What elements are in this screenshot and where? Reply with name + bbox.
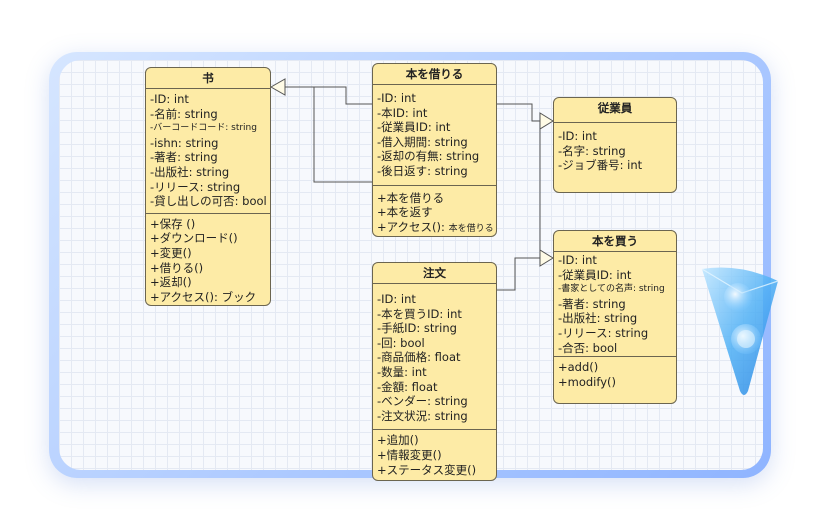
attribute-row: -リリース: string xyxy=(150,179,241,194)
operation-row: +追加() xyxy=(377,433,419,448)
attribute-row: -著者: string xyxy=(150,150,218,165)
attribute-row: -返却の有無: string xyxy=(377,149,480,164)
attribute-row: -金額: float xyxy=(377,379,438,394)
class-title: 本を借りる xyxy=(373,64,496,85)
class-title: 书 xyxy=(146,68,270,89)
attribute-row: -ID: int xyxy=(558,253,597,267)
operations-compartment: +保存 () +ダウンロード() +変更() +借りる() +返却() +アクセ… xyxy=(146,214,270,309)
class-employee[interactable]: 従業員 -ID: int -名字: string -ジョブ番号: int xyxy=(553,97,677,193)
class-title: 従業員 xyxy=(554,98,676,123)
attribute-row: -書家としての名声: string xyxy=(558,284,665,295)
operation-row: +アクセス(): ブック xyxy=(150,289,257,304)
attribute-row: -ID: int xyxy=(558,129,597,143)
glass-prism-icon xyxy=(701,267,779,395)
class-title: 注文 xyxy=(373,263,496,284)
connector-borrow-to-employee xyxy=(497,103,540,122)
attribute-row: -従業員ID: int xyxy=(558,267,632,282)
attribute-row: -商品価格: float xyxy=(377,350,461,365)
operations-compartment: +追加() +情報変更() +ステータス変更() xyxy=(373,430,496,481)
class-title: 本を買う xyxy=(554,231,676,252)
attribute-row: -ishn: string xyxy=(150,135,219,150)
operation-return-type: 本を借りる xyxy=(448,223,494,234)
attributes-compartment: -ID: int -本を買うID: int -手紙ID: string -回: … xyxy=(373,284,496,431)
attribute-row: -貸し出しの可否: bool xyxy=(150,194,267,209)
operation-row: +変更() xyxy=(150,245,192,260)
attribute-row: -数量: int xyxy=(377,364,427,379)
class-order[interactable]: 注文 -ID: int -本を買うID: int -手紙ID: string -… xyxy=(372,262,497,481)
attribute-row: -名前: string xyxy=(150,106,218,121)
operation-row: +情報変更() xyxy=(377,447,442,462)
attributes-compartment: -ID: int -従業員ID: int -書家としての名声: string -… xyxy=(554,252,676,358)
attribute-row: -ジョブ番号: int xyxy=(558,158,643,173)
attribute-row: -手紙ID: string xyxy=(377,321,457,336)
inheritance-arrow-employee xyxy=(539,112,554,130)
attribute-row: -ID: int xyxy=(150,92,189,106)
operation-row: +modify() xyxy=(558,374,616,389)
operation-row: +アクセス(): 本を借りる xyxy=(377,220,496,235)
attribute-row: -著者: string xyxy=(558,296,626,311)
attribute-row: -本ID: int xyxy=(377,105,428,120)
attribute-row: -借入期間: string xyxy=(377,134,468,149)
class-borrow-book[interactable]: 本を借りる -ID: int -本ID: int -従業員ID: int -借入… xyxy=(372,63,497,237)
operation-row: +保存 () xyxy=(150,216,196,231)
attribute-row: -注文状況: string xyxy=(377,408,468,423)
inheritance-arrow-book xyxy=(269,78,286,96)
attribute-row: -ID: int xyxy=(377,91,416,105)
operation-row: +ダウンロード() xyxy=(150,231,238,246)
attribute-row: -出版社: string xyxy=(558,311,638,326)
attribute-row: -従業員ID: int xyxy=(377,120,451,135)
attribute-row: -回: bool xyxy=(377,335,425,350)
operation-text: +アクセス(): xyxy=(377,219,449,234)
operations-compartment: +add() +modify() xyxy=(554,357,676,393)
attribute-row: -バーコードコード: string xyxy=(150,123,257,134)
class-purchase-book[interactable]: 本を買う -ID: int -従業員ID: int -書家としての名声: str… xyxy=(553,230,677,404)
attribute-row: -リリース: string xyxy=(558,325,649,340)
operation-row: +借りる() xyxy=(150,260,204,275)
operation-row: +本を返す xyxy=(377,205,433,220)
attribute-row: -名字: string xyxy=(558,143,626,158)
attribute-row: -後日返す: string xyxy=(377,163,468,178)
class-book[interactable]: 书 -ID: int -名前: string -バーコードコード: string… xyxy=(145,67,271,306)
attributes-compartment: -ID: int -本ID: int -従業員ID: int -借入期間: st… xyxy=(373,85,496,186)
attributes-compartment: -ID: int -名前: string -バーコードコード: string -… xyxy=(146,89,270,214)
connector-order-to-purchase xyxy=(497,257,540,291)
operation-row: +ステータス変更() xyxy=(377,462,477,477)
operation-row: +本を借りる xyxy=(377,190,445,205)
attribute-row: -ID: int xyxy=(377,292,416,306)
attribute-row: -出版社: string xyxy=(150,164,230,179)
attribute-row: -合否: bool xyxy=(558,340,618,355)
operation-row: +返却() xyxy=(150,275,192,290)
connector-borrow-to-book-lower xyxy=(313,87,372,183)
attributes-compartment: -ID: int -名字: string -ジョブ番号: int xyxy=(554,123,676,177)
attribute-row: -ベンダー: string xyxy=(377,394,468,409)
connector-borrow-to-book xyxy=(283,86,372,105)
attribute-row: -本を買うID: int xyxy=(377,306,462,321)
inheritance-arrow-purchase xyxy=(539,249,554,267)
operations-compartment: +本を借りる +本を返す +アクセス(): 本を借りる xyxy=(373,186,496,239)
operation-row: +add() xyxy=(558,360,599,375)
